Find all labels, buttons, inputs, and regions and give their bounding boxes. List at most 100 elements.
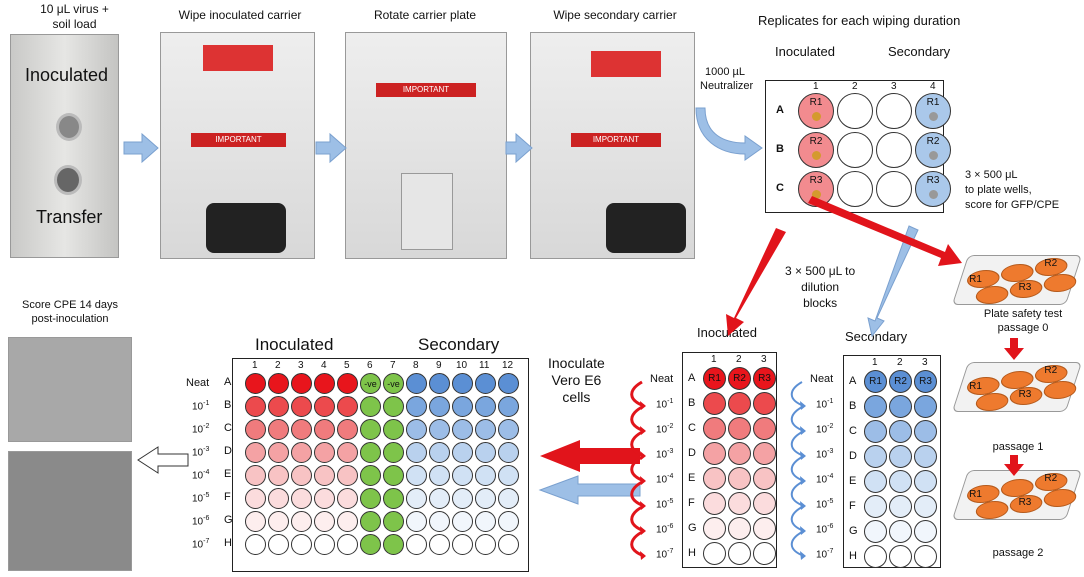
block-row-label: A bbox=[849, 375, 857, 387]
carrier-plate bbox=[401, 173, 453, 250]
plate96-well bbox=[337, 373, 358, 394]
dilution-label: 10-2 bbox=[816, 423, 833, 435]
plate96-well bbox=[291, 373, 312, 394]
replicate-well: R3 bbox=[915, 171, 951, 207]
block-well bbox=[728, 392, 751, 415]
dilution-base: 10 bbox=[656, 524, 668, 536]
serial-dilution-arrow bbox=[790, 456, 805, 482]
block-col-label: 3 bbox=[761, 354, 767, 365]
carrier-dot bbox=[929, 151, 938, 160]
serial-dilution-arrow bbox=[630, 380, 645, 408]
blocks-secondary-label: Secondary bbox=[845, 329, 908, 344]
block-row-label: F bbox=[849, 500, 856, 512]
dilution-label: 10-5 bbox=[656, 498, 673, 510]
block-well bbox=[703, 542, 726, 565]
dilution-base: 10 bbox=[816, 499, 828, 511]
block-well bbox=[914, 545, 937, 568]
plate96-well bbox=[360, 396, 381, 417]
dilution-exponent: -5 bbox=[667, 498, 674, 505]
block-well bbox=[703, 492, 726, 515]
inoculation-photo: Inoculated Transfer bbox=[10, 34, 119, 258]
plate96-well bbox=[429, 511, 450, 532]
plate96-well bbox=[337, 511, 358, 532]
plate96-well bbox=[291, 419, 312, 440]
neat-label: Neat bbox=[650, 373, 674, 385]
plate96-well bbox=[406, 534, 427, 555]
device-warning: IMPORTANT bbox=[571, 133, 661, 147]
plate96-well bbox=[383, 465, 404, 486]
plate96-well bbox=[360, 465, 381, 486]
plate96-well bbox=[383, 534, 404, 555]
plate96-col-label: 4 bbox=[321, 360, 327, 371]
block-well bbox=[864, 495, 887, 518]
dilution-base: 10 bbox=[656, 449, 668, 461]
arrow-inoculated-to-plate bbox=[540, 440, 640, 472]
neat-label: Neat bbox=[810, 373, 834, 385]
plate96-well bbox=[337, 534, 358, 555]
dilution-exponent: -3 bbox=[827, 448, 834, 455]
plate96-well bbox=[291, 511, 312, 532]
block-well bbox=[728, 517, 751, 540]
dilution-base: 10 bbox=[192, 516, 204, 528]
plate96-well bbox=[314, 488, 335, 509]
step1-caption: 10 μL virus + soil load bbox=[40, 2, 109, 31]
dilution-label: 10-2 bbox=[656, 423, 673, 435]
block-well bbox=[728, 492, 751, 515]
plate96-well bbox=[314, 419, 335, 440]
block-col-label: 2 bbox=[736, 354, 742, 365]
replicates-row-label: A bbox=[776, 104, 784, 116]
replicate-well bbox=[837, 171, 873, 207]
carrier-dot bbox=[812, 190, 821, 199]
plate96-well bbox=[475, 419, 496, 440]
arrow-right-3 bbox=[505, 132, 533, 164]
serial-dilution-arrow bbox=[790, 481, 805, 507]
carrier-dot bbox=[929, 190, 938, 199]
plate96-well bbox=[314, 465, 335, 486]
block-row-label: H bbox=[849, 550, 857, 562]
block-well bbox=[889, 545, 912, 568]
plate96-dilution-label: 10-1 bbox=[192, 400, 209, 412]
plate96-well bbox=[383, 419, 404, 440]
step4-caption: Wipe secondary carrier bbox=[553, 8, 677, 22]
dilution-base: 10 bbox=[192, 470, 204, 482]
dilution-base: 10 bbox=[656, 474, 668, 486]
replicates-col-label: 3 bbox=[891, 81, 897, 92]
step2-caption: Wipe inoculated carrier bbox=[178, 8, 302, 22]
block-well bbox=[889, 495, 912, 518]
block-well bbox=[703, 467, 726, 490]
serial-dilution-arrowhead bbox=[800, 551, 806, 560]
plate96-well bbox=[245, 442, 266, 463]
plate96-col-label: 8 bbox=[413, 360, 419, 371]
dilution-base: 10 bbox=[816, 549, 828, 561]
block-well bbox=[914, 395, 937, 418]
block-well bbox=[889, 420, 912, 443]
inoculated-label: Inoculated bbox=[25, 65, 109, 85]
plate96-well bbox=[360, 419, 381, 440]
carrier-dot bbox=[812, 112, 821, 121]
dilution-base: 10 bbox=[816, 449, 828, 461]
plate96-well bbox=[291, 442, 312, 463]
plate96-dilution-label: 10-3 bbox=[192, 446, 209, 458]
plate96-well bbox=[268, 511, 289, 532]
dilution-base: 10 bbox=[816, 474, 828, 486]
plate96-well bbox=[498, 396, 519, 417]
plate96-well bbox=[337, 396, 358, 417]
block-well bbox=[703, 417, 726, 440]
arrow-passage-1 bbox=[1004, 338, 1024, 360]
plate96-well bbox=[475, 396, 496, 417]
plate96-col-label: 7 bbox=[390, 360, 396, 371]
plate96-well bbox=[360, 442, 381, 463]
plate96-well bbox=[452, 534, 473, 555]
plate96-row-label: F bbox=[224, 491, 231, 503]
block-well bbox=[864, 545, 887, 568]
block-well bbox=[914, 470, 937, 493]
plate96-dilution-label: 10-2 bbox=[192, 423, 209, 435]
block-well: R1 bbox=[703, 367, 726, 390]
dilution-exponent: -5 bbox=[827, 498, 834, 505]
neutralizer-label: 1000 µL Neutralizer bbox=[700, 66, 754, 92]
step3-caption: Rotate carrier plate bbox=[373, 8, 477, 22]
plate96-well bbox=[452, 442, 473, 463]
dilution-base: 10 bbox=[656, 424, 668, 436]
block-row-label: E bbox=[849, 475, 857, 487]
plate96-well: -ve bbox=[383, 373, 404, 394]
